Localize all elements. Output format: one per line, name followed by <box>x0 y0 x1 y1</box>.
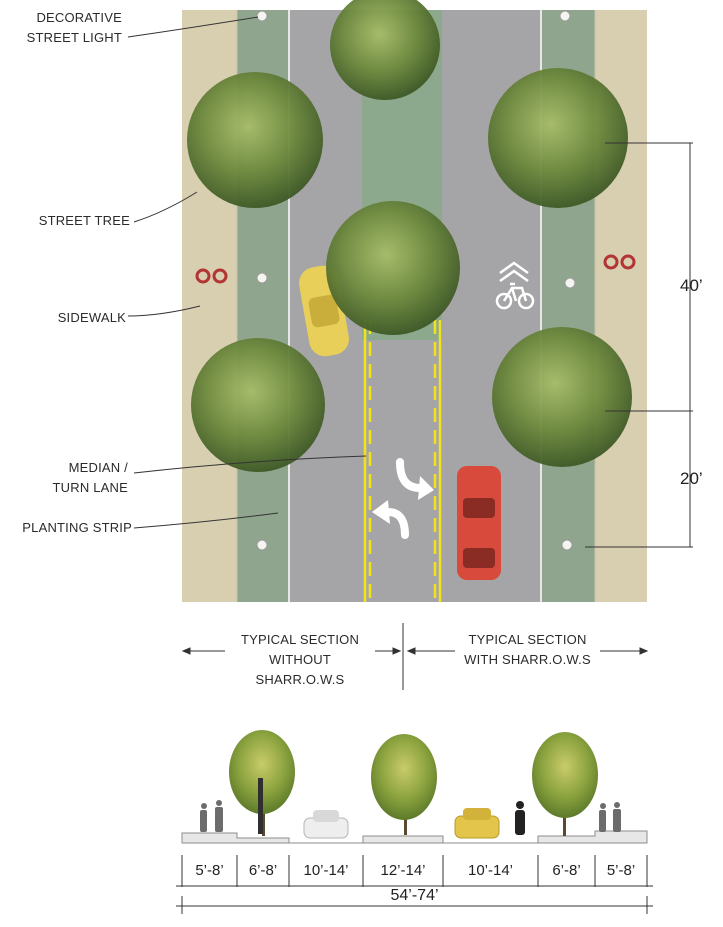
sharrow-bike-icon <box>495 261 535 310</box>
dimension-20: 20’ <box>680 469 703 488</box>
segment-sidewalk-right: 5’-8’ <box>606 862 636 879</box>
red-car-icon <box>457 466 501 580</box>
section-without-sharrows: TYPICAL SECTION WITHOUT SHARR.O.W.S <box>240 632 360 687</box>
median-turn-lane <box>363 320 442 602</box>
label-planting-strip: PLANTING STRIP <box>22 520 132 535</box>
segment-planting-right: 6’-8’ <box>552 862 581 879</box>
dimension-40: 40’ <box>680 276 703 295</box>
cyclist-icon <box>515 801 525 835</box>
elevation-white-car-icon <box>303 810 349 839</box>
label-sidewalk: SIDEWALK <box>57 310 126 325</box>
section-with-sharrows: TYPICAL SECTION WITH SHARR.O.W.S <box>464 632 591 667</box>
street-light-icon <box>256 10 576 551</box>
segment-total: 54’-74’ <box>390 887 439 904</box>
segment-median: 12’-14’ <box>380 862 426 879</box>
segment-lane-right: 10’-14’ <box>467 862 514 879</box>
elevation-tree-icon <box>229 730 295 836</box>
segment-dimensions <box>176 855 653 914</box>
segment-lane-left: 10’-14’ <box>303 862 349 879</box>
segment-planting-left: 6’-8’ <box>248 862 278 879</box>
elevation-tree-icon <box>532 732 598 836</box>
elevation-tree-icon <box>371 734 437 835</box>
pedestrian-icon <box>200 800 223 832</box>
leader-lines <box>127 16 367 529</box>
street-tree-icon <box>187 0 632 472</box>
elevation-yellow-car-icon <box>454 808 500 839</box>
label-decorative-street-light: DECORATIVE STREET LIGHT <box>26 10 122 45</box>
segment-sidewalk-left: 5’-8’ <box>195 862 224 879</box>
label-median-turn-lane: MEDIAN / TURN LANE <box>52 460 128 495</box>
bike-rack-icon <box>603 254 636 270</box>
arrow-head-icon <box>372 500 390 524</box>
bike-rack-icon <box>195 268 228 284</box>
label-street-tree: STREET TREE <box>38 213 130 228</box>
arrow-head-icon <box>418 476 434 500</box>
elevation-street-light-icon <box>258 778 263 834</box>
turn-arrow-icon <box>384 458 424 539</box>
plan-view <box>182 0 647 602</box>
pedestrian-icon <box>599 802 621 832</box>
section-divider <box>181 623 649 690</box>
spacing-dimension <box>585 142 693 548</box>
cross-section-elevation <box>181 730 648 844</box>
